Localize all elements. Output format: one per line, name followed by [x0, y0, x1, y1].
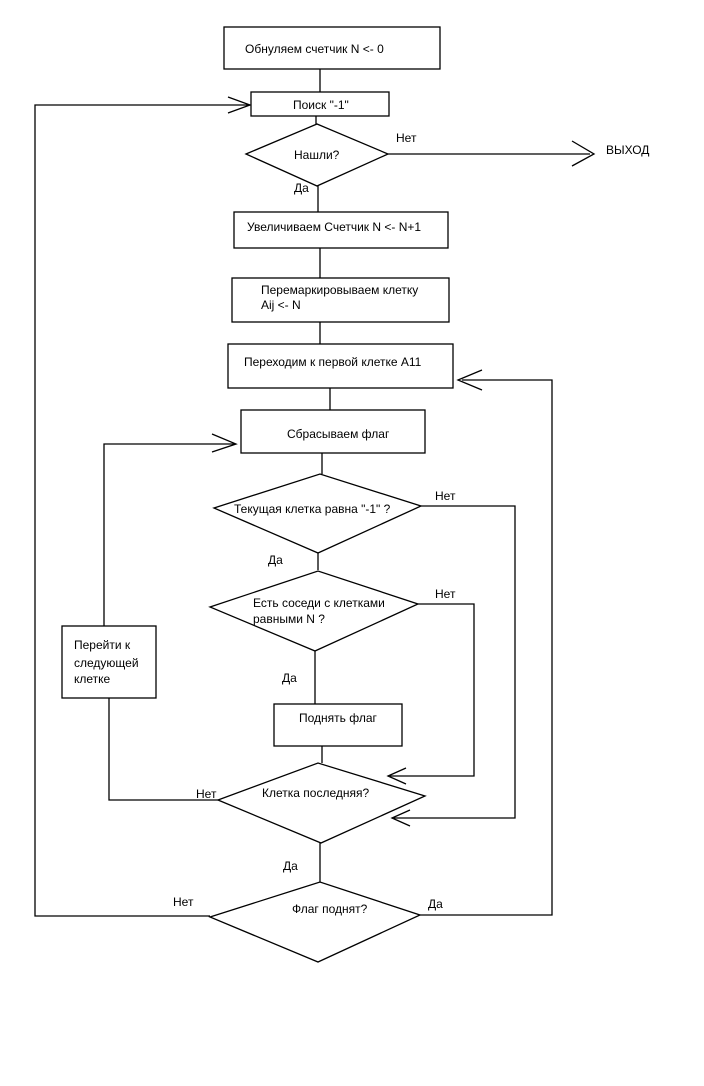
connector-cellequals-no [394, 505, 516, 819]
connector-flagraised-no [34, 104, 250, 917]
cell-equals-yes-label: Да [268, 553, 283, 567]
node-next-cell: Перейти к следующей клетке [61, 625, 157, 699]
arrowhead-neighbors-no [386, 767, 407, 785]
node-first-cell-text: Переходим к первой клетке А11 [244, 355, 422, 369]
decision-cell-equals: Текущая клетка равна "-1" ? [212, 473, 423, 554]
node-next-cell-text-3: клетке [74, 672, 111, 686]
decision-neighbors-text-2: равными N ? [253, 612, 325, 626]
node-increment-text: Увеличиваем Счетчик N <- N+1 [247, 220, 421, 234]
decision-neighbors: Есть соседи с клетками равными N ? [208, 570, 420, 652]
arrowhead-cellequals-no [390, 809, 411, 827]
last-cell-no-label: Нет [196, 787, 217, 801]
decision-last-cell-text: Клетка последняя? [262, 786, 369, 800]
exit-label: ВЫХОД [606, 143, 649, 157]
decision-cell-equals-text: Текущая клетка равна "-1" ? [234, 502, 391, 516]
neighbors-no-label: Нет [435, 587, 456, 601]
connector-neighbors-no [390, 603, 475, 777]
node-reset-flag: Сбрасываем флаг [240, 409, 426, 454]
connector-nextcell-resetflag [103, 443, 234, 626]
decision-found-text: Нашли? [294, 148, 340, 162]
decision-flag-raised: Флаг поднят? [208, 881, 422, 963]
connector-flagraised-yes [420, 379, 553, 916]
node-first-cell: Переходим к первой клетке А11 [227, 343, 454, 389]
node-increment: Увеличиваем Счетчик N <- N+1 [233, 211, 449, 249]
found-yes-label: Да [294, 181, 309, 195]
decision-found: Нашли? [244, 123, 390, 187]
node-search: Поиск "-1" [250, 91, 390, 117]
flag-raised-no-label: Нет [173, 895, 194, 909]
node-remark-text-2: Aij <- N [261, 298, 301, 312]
node-reset-flag-text: Сбрасываем флаг [287, 427, 390, 441]
node-remark-text-1: Перемаркировываем клетку [261, 283, 418, 297]
arrowhead-resetflag [211, 433, 238, 453]
flag-raised-yes-label: Да [428, 897, 443, 911]
decision-last-cell: Клетка последняя? [216, 762, 427, 844]
connectors [34, 69, 596, 917]
arrowhead-firstcell [456, 369, 483, 391]
found-no-label: Нет [396, 131, 417, 145]
node-raise-flag: Поднять флаг [273, 703, 403, 747]
decision-neighbors-text-1: Есть соседи с клетками [253, 596, 385, 610]
node-remark: Перемаркировываем клетку Aij <- N [231, 277, 450, 323]
node-reset-counter-text: Обнуляем счетчик N <- 0 [245, 42, 384, 56]
node-next-cell-text-1: Перейти к [74, 638, 131, 652]
arrowhead-search [227, 96, 252, 114]
last-cell-yes-label: Да [283, 859, 298, 873]
neighbors-yes-label: Да [282, 671, 297, 685]
node-reset-counter: Обнуляем счетчик N <- 0 [223, 26, 441, 70]
decision-flag-raised-text: Флаг поднят? [292, 902, 368, 916]
cell-equals-no-label: Нет [435, 489, 456, 503]
node-search-text: Поиск "-1" [293, 98, 349, 112]
node-raise-flag-text: Поднять флаг [299, 711, 378, 725]
arrowhead-exit [571, 140, 596, 167]
connector-lastcell-no [108, 698, 218, 801]
node-next-cell-text-2: следующей [74, 656, 139, 670]
